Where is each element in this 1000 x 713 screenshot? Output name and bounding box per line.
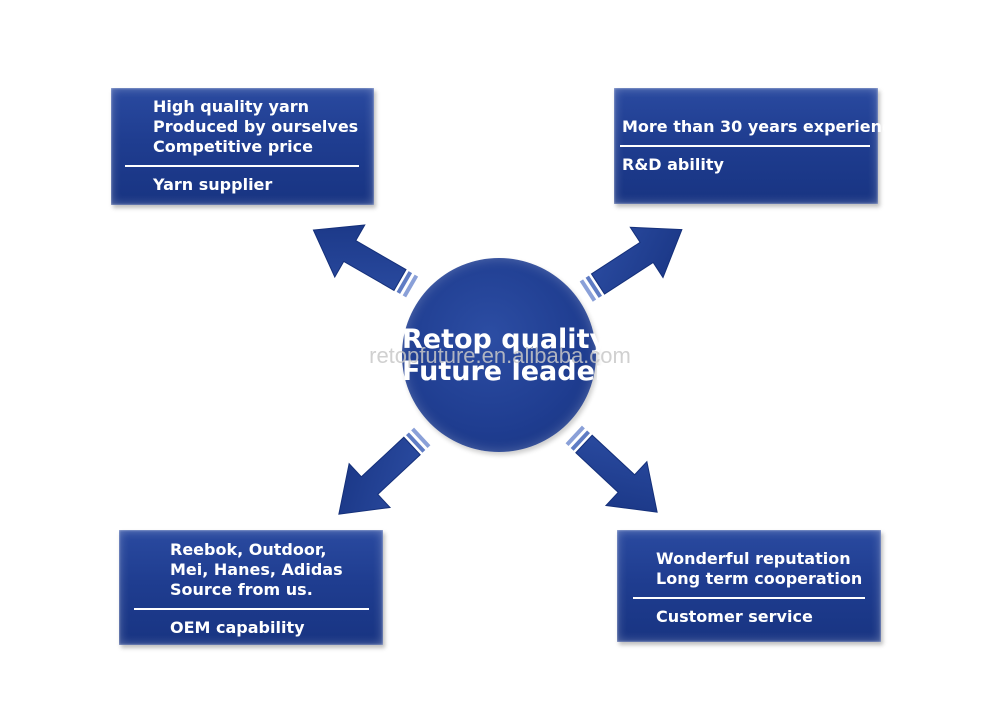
arrow-up-right-icon bbox=[569, 203, 699, 318]
center-line-1: Retop quality bbox=[402, 324, 608, 355]
divider bbox=[125, 165, 359, 167]
box-caption: OEM capability bbox=[170, 618, 305, 637]
divider bbox=[134, 608, 369, 610]
arrow-down-left-icon bbox=[317, 414, 444, 537]
box-top-right: More than 30 years experience R&D abilit… bbox=[614, 88, 903, 204]
center-line-2: Future leader bbox=[402, 356, 609, 387]
box-bottom-left: Reebok, Outdoor, Mei, Hanes, Adidas Sour… bbox=[119, 530, 383, 645]
box-line: Long term cooperation bbox=[656, 569, 863, 588]
box-line: Mei, Hanes, Adidas bbox=[170, 560, 343, 579]
box-line: More than 30 years experience bbox=[622, 117, 903, 136]
divider bbox=[620, 145, 870, 147]
box-line: Source from us. bbox=[170, 580, 313, 599]
arrow-down-right-icon bbox=[552, 412, 679, 535]
box-bottom-right: Wonderful reputation Long term cooperati… bbox=[617, 530, 881, 642]
box-line: High quality yarn bbox=[153, 97, 310, 116]
center-circle bbox=[402, 258, 596, 452]
arrow-up-left-icon bbox=[297, 203, 428, 314]
divider bbox=[633, 597, 865, 599]
box-line: Produced by ourselves bbox=[153, 117, 359, 136]
center-title: Retop quality Future leader bbox=[402, 324, 609, 388]
box-line: Competitive price bbox=[153, 137, 313, 156]
box-line: Reebok, Outdoor, bbox=[170, 540, 327, 559]
watermark: retopfuture.en.alibaba.com bbox=[369, 343, 631, 368]
box-caption: Customer service bbox=[656, 607, 813, 626]
box-caption: Yarn supplier bbox=[153, 175, 273, 194]
box-caption: R&D ability bbox=[622, 155, 724, 174]
box-top-left: High quality yarn Produced by ourselves … bbox=[111, 88, 374, 205]
box-line: Wonderful reputation bbox=[656, 549, 851, 568]
